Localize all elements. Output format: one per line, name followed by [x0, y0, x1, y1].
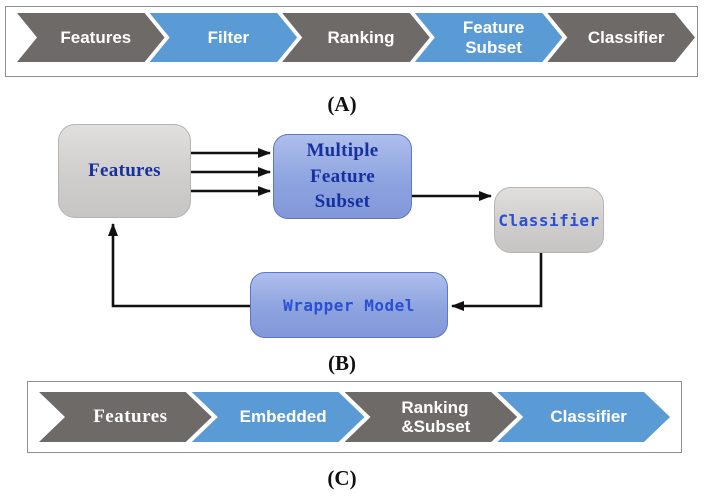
- caption-c: (C): [327, 466, 357, 490]
- step-a-classifier: Classifier: [547, 13, 695, 62]
- step-c-embedded: Embedded: [192, 392, 365, 442]
- step-label: Feature Subset: [462, 18, 525, 57]
- pipeline-c: Features Embedded Ranking &Subset Classi…: [39, 392, 670, 442]
- step-label: Features: [93, 406, 168, 428]
- step-a-ranking: Ranking: [282, 13, 430, 62]
- step-c-ranking-subset: Ranking &Subset: [345, 392, 518, 442]
- arrow-wrapper-to-features: [108, 223, 250, 308]
- step-label: Ranking: [327, 27, 395, 47]
- arrow-classifier-to-wrapper: [451, 253, 543, 311]
- step-label: Ranking &Subset: [401, 397, 471, 436]
- step-label: Classifier: [587, 27, 665, 47]
- node-features: Features: [58, 124, 191, 218]
- step-c-features: Features: [39, 392, 212, 442]
- node-features-label: Features: [88, 160, 161, 182]
- step-a-filter: Filter: [150, 13, 298, 62]
- node-classifier: Classifier: [494, 187, 604, 253]
- step-c-classifier: Classifier: [497, 392, 670, 442]
- node-multiple-feature-subset: Multiple Feature Subset: [273, 134, 412, 219]
- pipeline-a: Features Filter Ranking Feature Subset C…: [17, 13, 695, 62]
- node-wrapper-model: Wrapper Model: [250, 272, 448, 338]
- step-label: Classifier: [550, 407, 627, 427]
- node-classifier-label: Classifier: [498, 210, 600, 230]
- step-label: Embedded: [239, 407, 327, 427]
- node-wrapper-label: Wrapper Model: [283, 295, 415, 315]
- step-a-features: Features: [17, 13, 165, 62]
- caption-a: (A): [327, 92, 357, 116]
- step-a-feature-subset: Feature Subset: [415, 13, 563, 62]
- step-label: Features: [60, 27, 132, 47]
- step-label: Filter: [207, 27, 250, 47]
- caption-b: (B): [328, 351, 356, 375]
- node-subset-label: Multiple Feature Subset: [306, 140, 379, 213]
